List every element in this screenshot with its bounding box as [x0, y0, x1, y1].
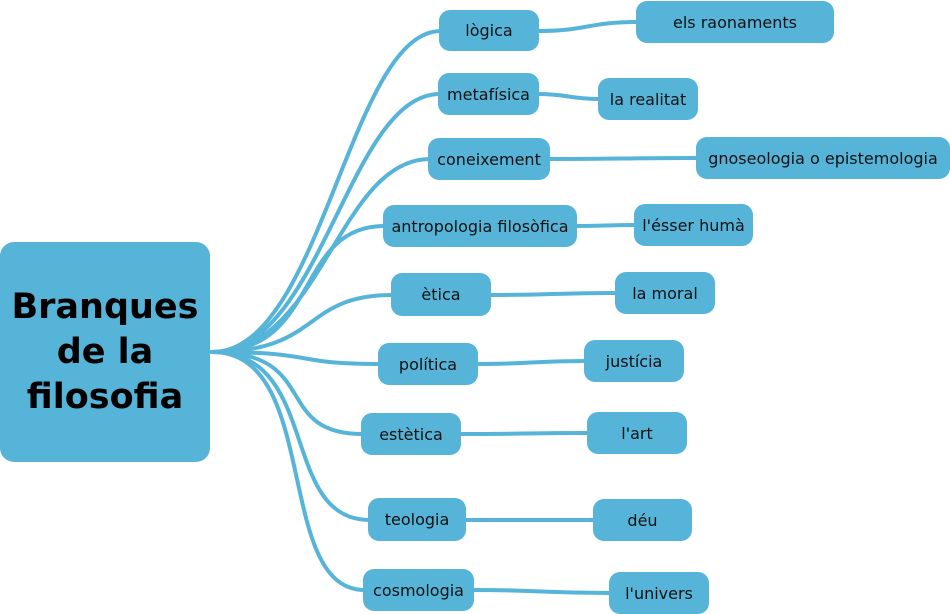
root-to-branch-connector [210, 157, 432, 354]
root-node: Branques de la filosofia [0, 242, 210, 462]
branch-to-leaf-connector [535, 92, 602, 101]
root-to-branch-connector [210, 350, 382, 366]
root-to-branch-connector [210, 293, 395, 354]
branch-to-leaf-connector [474, 359, 588, 366]
branch-node-politica: política [378, 343, 478, 385]
leaf-node-univers: l'univers [609, 572, 709, 614]
branch-node-cosmologia: cosmologia [363, 569, 474, 611]
branch-to-leaf-connector [546, 156, 700, 161]
root-to-branch-connector [210, 92, 442, 354]
leaf-node-art: l'art [587, 412, 687, 454]
branch-node-estetica: estètica [361, 413, 461, 455]
branch-node-etica: ètica [391, 273, 491, 316]
leaf-node-la-realitat: la realitat [598, 78, 698, 120]
leaf-node-la-moral: la moral [615, 272, 715, 314]
leaf-node-esser-huma: l'ésser humà [634, 204, 753, 246]
branch-to-leaf-connector [457, 431, 591, 436]
leaf-node-justicia: justícia [584, 340, 684, 382]
branch-to-leaf-connector [573, 223, 638, 228]
leaf-node-els-raonaments: els raonaments [636, 1, 834, 43]
branch-to-leaf-connector [487, 291, 619, 297]
branch-to-leaf-connector [535, 20, 640, 33]
root-to-branch-connector [210, 350, 372, 522]
leaf-node-gnoseologia: gnoseologia o epistemologia [696, 137, 950, 179]
root-to-branch-connector [210, 224, 387, 354]
root-to-branch-connector [210, 29, 443, 354]
branch-node-logica: lògica [439, 10, 539, 51]
branch-node-antropologia: antropologia filosòfica [383, 205, 577, 247]
branch-to-leaf-connector [470, 588, 613, 595]
branch-node-teologia: teologia [368, 498, 466, 541]
root-to-branch-connector [210, 350, 365, 436]
leaf-node-deu: déu [593, 499, 692, 541]
branch-node-metafisica: metafísica [438, 73, 539, 115]
root-to-branch-connector [210, 350, 367, 592]
branch-node-coneixement: coneixement [428, 138, 550, 180]
